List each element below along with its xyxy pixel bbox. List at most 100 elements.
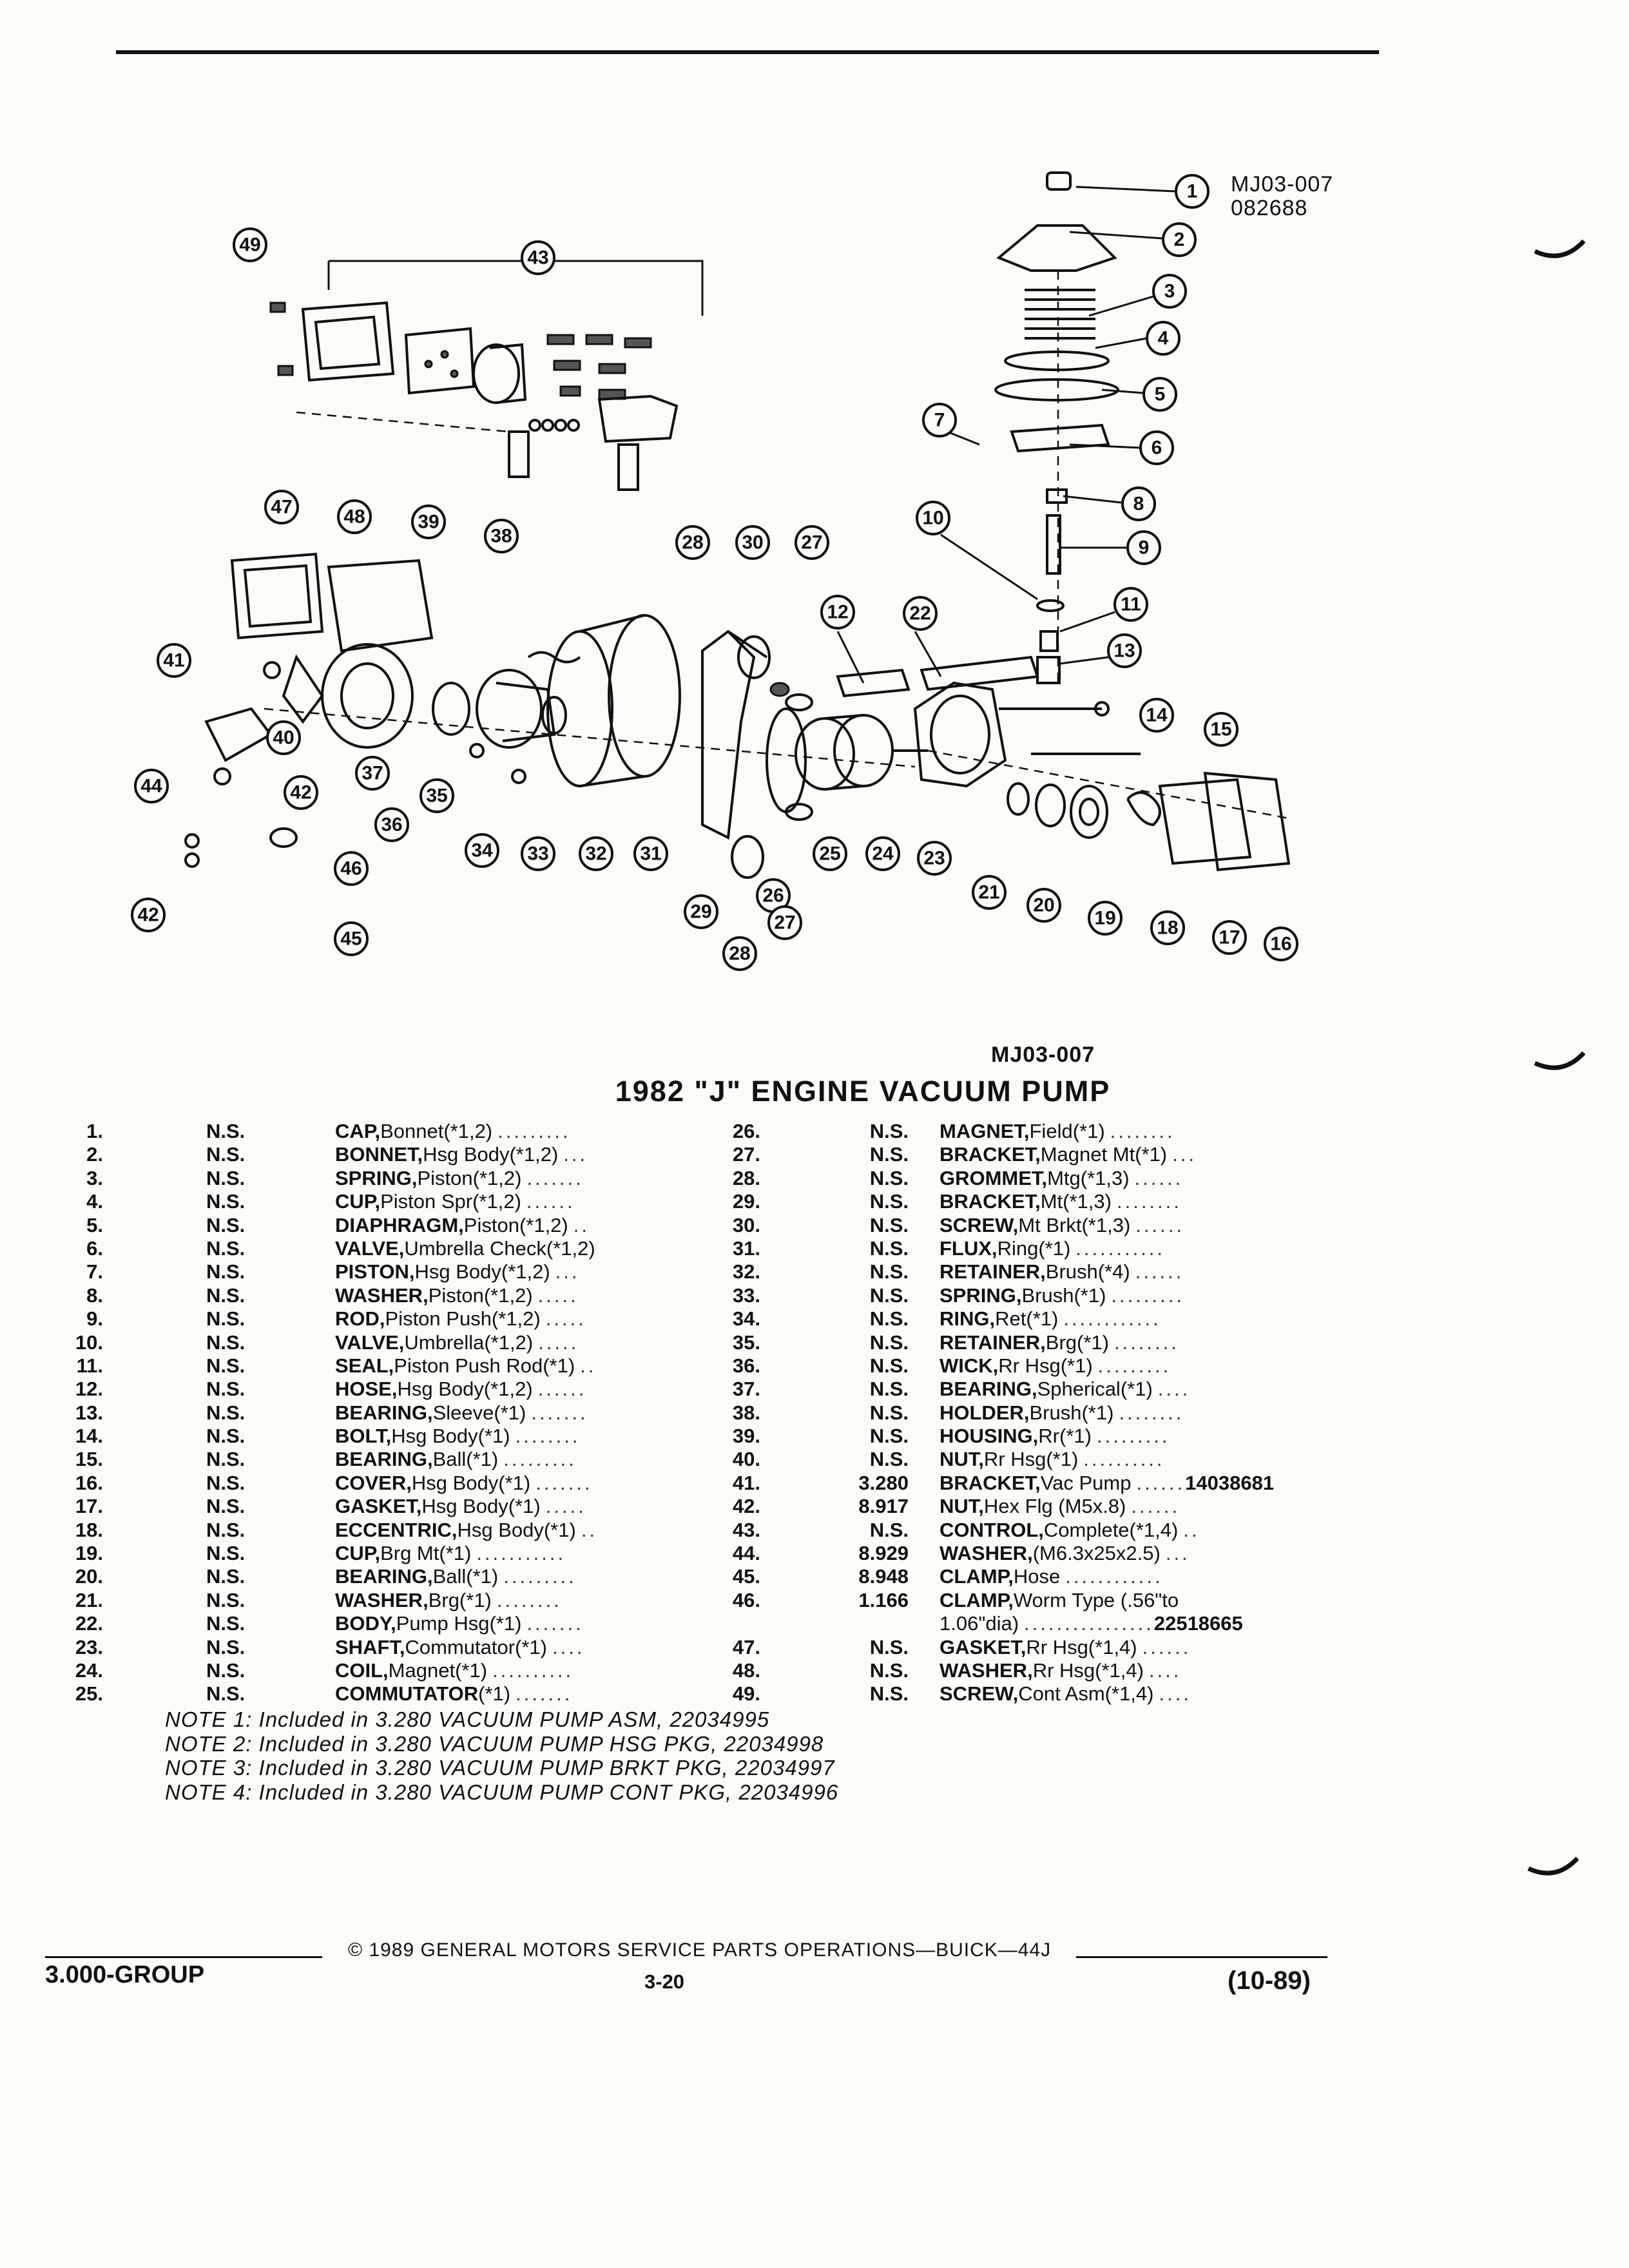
part-description: Ball(*1) bbox=[432, 1448, 499, 1471]
svg-text:22: 22 bbox=[909, 603, 930, 624]
group-code: N.S. bbox=[206, 1448, 246, 1471]
part-name: FLUX, bbox=[940, 1236, 998, 1260]
part-number-index: 35. bbox=[732, 1331, 760, 1354]
svg-text:33: 33 bbox=[527, 843, 548, 865]
part-description: Piston Push Rod(*1) bbox=[394, 1354, 575, 1377]
page-title: 1982 "J" ENGINE VACUUM PUMP bbox=[615, 1075, 1111, 1108]
svg-text:19: 19 bbox=[1094, 908, 1115, 929]
part-name: WASHER, bbox=[940, 1658, 1033, 1682]
leader-dots: ......... bbox=[1111, 1283, 1184, 1307]
part-number-index: 33. bbox=[732, 1283, 760, 1307]
group-code: N.S. bbox=[206, 1565, 246, 1588]
part-name: RETAINER, bbox=[940, 1260, 1046, 1283]
callout-12: 12 bbox=[820, 595, 855, 629]
part-name: COIL, bbox=[335, 1658, 389, 1682]
part-name: VALVE, bbox=[335, 1331, 405, 1354]
parts-list-row: 12.N.S.HOSE, Hsg Body(*1,2)...... bbox=[39, 1378, 601, 1401]
group-code: 3.280 bbox=[858, 1471, 909, 1494]
leader-dots: ...... bbox=[1135, 1260, 1184, 1283]
parts-list-row: 36.N.S.WICK, Rr Hsg(*1)......... bbox=[696, 1354, 1274, 1378]
control-assembly-drawing bbox=[269, 260, 704, 491]
parts-list-row: 35.N.S.RETAINER, Brg(*1)........ bbox=[696, 1331, 1274, 1354]
group-code: 1.166 bbox=[858, 1588, 909, 1611]
leader-dots: .... bbox=[552, 1635, 585, 1658]
group-code: N.S. bbox=[206, 1588, 246, 1611]
part-name: BODY, bbox=[335, 1612, 396, 1635]
part-number-index: 18. bbox=[75, 1518, 103, 1541]
callout-2: 2 bbox=[1162, 222, 1197, 257]
parts-list-row: 21.N.S.WASHER, Brg(*1)........ bbox=[39, 1589, 601, 1612]
group-code: N.S. bbox=[206, 1143, 246, 1166]
part-name: GASKET, bbox=[335, 1495, 422, 1518]
callout-24: 24 bbox=[865, 836, 900, 871]
brush-holder-drawing bbox=[432, 651, 581, 784]
group-code: N.S. bbox=[206, 1471, 246, 1494]
callout-29: 29 bbox=[684, 894, 718, 929]
part-name: ECCENTRIC, bbox=[335, 1518, 458, 1541]
part-name: ROD, bbox=[335, 1307, 385, 1331]
svg-text:25: 25 bbox=[819, 843, 840, 865]
parts-list-row: 7.N.S.PISTON, Hsg Body(*1,2)... bbox=[39, 1260, 601, 1283]
group-code: N.S. bbox=[869, 1307, 909, 1331]
leader-dots: ...... bbox=[537, 1378, 587, 1401]
leader-lines bbox=[836, 186, 1177, 684]
svg-text:35: 35 bbox=[426, 785, 447, 807]
parts-list-row: 4.N.S.CUP, Piston Spr(*1,2)...... bbox=[39, 1190, 601, 1213]
binder-mark bbox=[1527, 1856, 1579, 1876]
part-name: MAGNET, bbox=[940, 1120, 1030, 1142]
part-name: WASHER, bbox=[335, 1588, 429, 1611]
callout-11: 11 bbox=[1113, 587, 1148, 622]
leader-dots: ........ bbox=[1110, 1120, 1175, 1142]
svg-text:42: 42 bbox=[137, 905, 159, 926]
parts-list-row: 24.N.S.COIL, Magnet(*1).......... bbox=[39, 1659, 601, 1682]
svg-text:14: 14 bbox=[1146, 705, 1168, 726]
group-code: N.S. bbox=[869, 1236, 909, 1260]
svg-text:31: 31 bbox=[640, 843, 661, 865]
callout-45: 45 bbox=[334, 921, 369, 956]
callout-30: 30 bbox=[735, 525, 770, 560]
callout-8: 8 bbox=[1121, 486, 1156, 521]
leader-dots: ... bbox=[555, 1260, 580, 1283]
figure-date-code: 082688 bbox=[1231, 196, 1308, 220]
svg-text:49: 49 bbox=[239, 235, 260, 256]
leader-dots: ...... bbox=[1136, 1471, 1186, 1494]
part-number-index: 13. bbox=[75, 1401, 103, 1424]
part-name: SEAL, bbox=[335, 1354, 394, 1377]
part-description: Pump Hsg(*1) bbox=[396, 1612, 522, 1635]
callout-41: 41 bbox=[157, 643, 191, 678]
leader-dots: ... bbox=[1165, 1542, 1190, 1565]
callout-17: 17 bbox=[1212, 920, 1247, 955]
parts-list-row: 10.N.S.VALVE, Umbrella(*1,2)..... bbox=[39, 1331, 601, 1354]
svg-text:1: 1 bbox=[1187, 181, 1198, 202]
parts-list-row: 28.N.S.GROMMET, Mtg(*1,3)...... bbox=[696, 1167, 1274, 1190]
group-code: N.S. bbox=[869, 1190, 909, 1213]
parts-list-row: 11.N.S.SEAL, Piston Push Rod(*1).. bbox=[39, 1354, 601, 1378]
leader-dots: ....... bbox=[535, 1471, 593, 1494]
callout-39: 39 bbox=[411, 505, 446, 539]
part-number-index: 24. bbox=[75, 1658, 103, 1682]
part-number-index: 17. bbox=[75, 1495, 103, 1518]
leader-dots: ....... bbox=[526, 1612, 584, 1635]
group-code: N.S. bbox=[206, 1378, 246, 1401]
part-number-index: 16. bbox=[75, 1471, 103, 1494]
part-description: Hsg Body(*1,2) bbox=[414, 1260, 550, 1283]
part-description: Umbrella Check(*1,2) bbox=[404, 1236, 595, 1260]
part-number-index: 1. bbox=[86, 1120, 103, 1142]
parts-list-row: 37.N.S.BEARING, Spherical(*1).... bbox=[696, 1378, 1274, 1401]
part-number-index: 19. bbox=[75, 1542, 103, 1565]
svg-text:38: 38 bbox=[490, 526, 512, 547]
leader-dots: ......... bbox=[497, 1120, 571, 1142]
leader-dots: ........ bbox=[1119, 1401, 1184, 1424]
svg-text:2: 2 bbox=[1174, 229, 1185, 251]
rear-housing-drawing bbox=[230, 552, 434, 749]
part-number-index: 20. bbox=[75, 1565, 103, 1588]
part-name: PISTON, bbox=[335, 1260, 415, 1283]
leader-dots: ...... bbox=[1131, 1495, 1181, 1518]
flux-ring-drawing bbox=[546, 614, 681, 787]
part-description: Rr Hsg(*1) bbox=[998, 1354, 1093, 1377]
svg-text:23: 23 bbox=[923, 848, 945, 869]
part-name: GASKET, bbox=[940, 1635, 1027, 1658]
callout-1: 1 bbox=[1175, 174, 1210, 209]
callout-27-top: 27 bbox=[795, 525, 829, 560]
